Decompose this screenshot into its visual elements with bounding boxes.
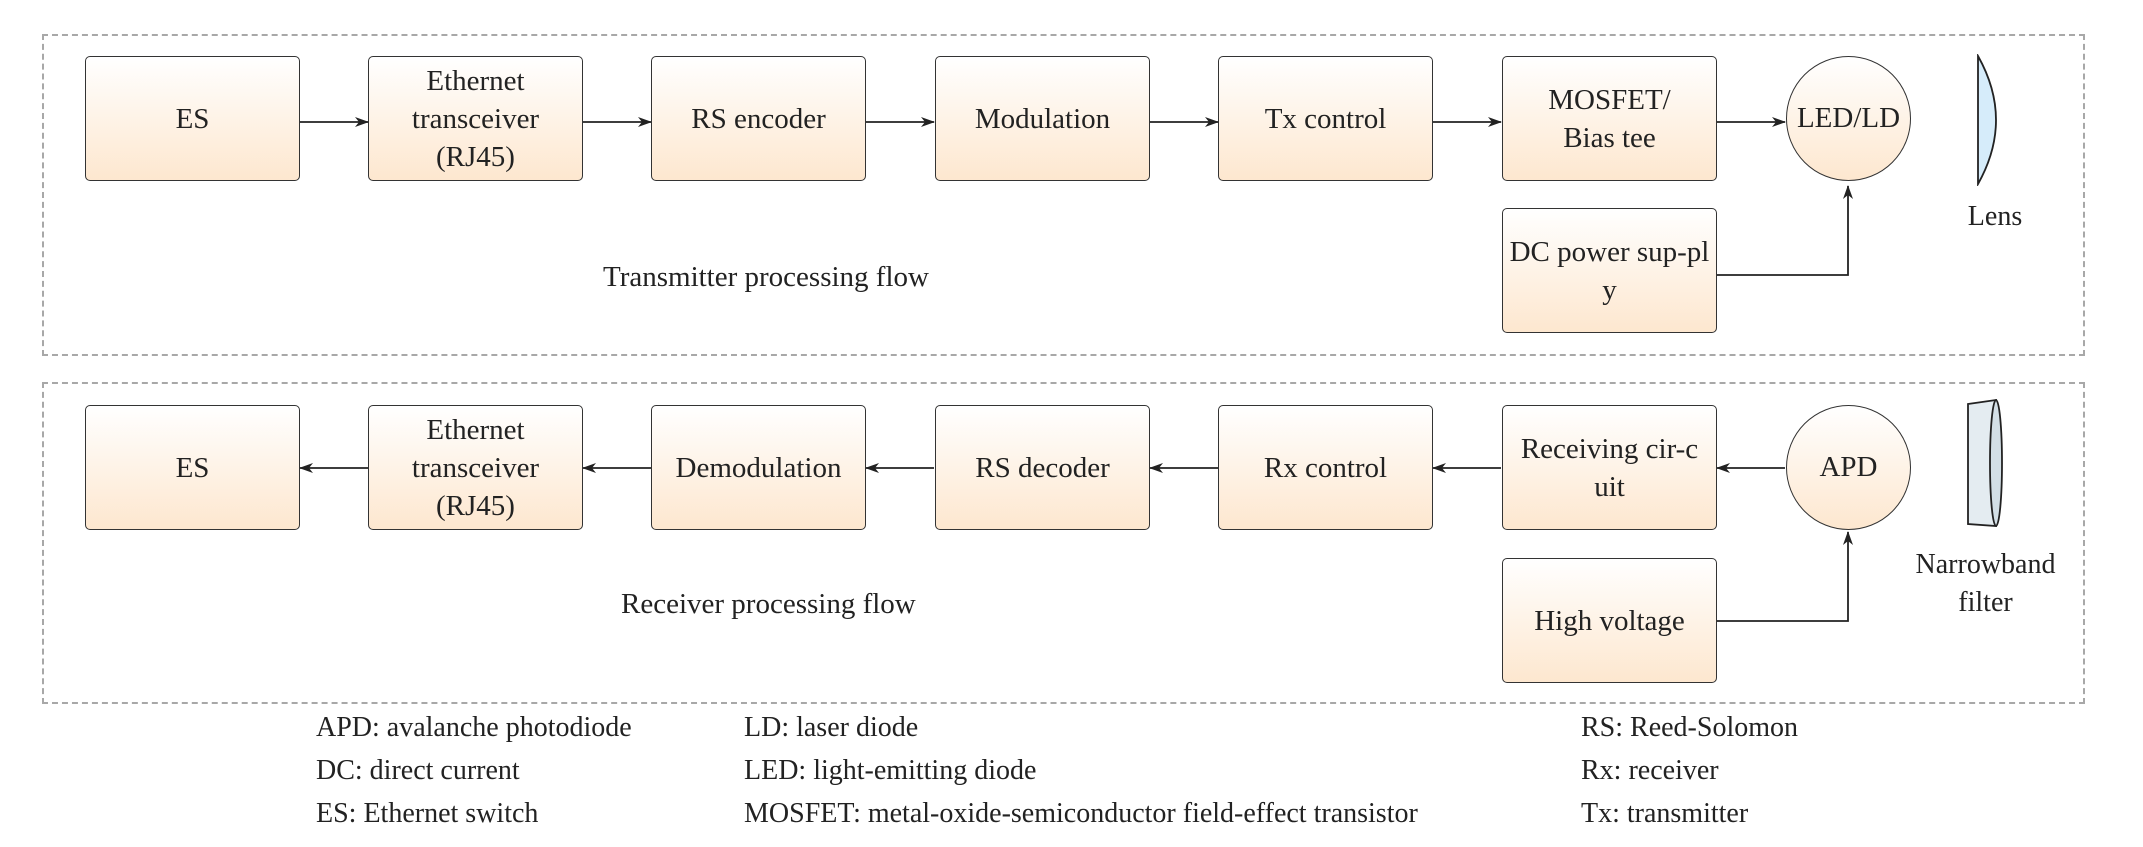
rx-control-label: Rx control (1263, 451, 1388, 484)
receiver-flow-label: Receiver processing flow (621, 588, 916, 620)
rs-decoder-block: RS decoder (935, 405, 1150, 530)
legend-mosfet: MOSFET: metal-oxide-semiconductor field-… (744, 798, 1418, 829)
narrowband-filter-icon (1967, 398, 2003, 527)
led-ld-label: LED/LD (1796, 102, 1901, 134)
led-ld-source: LED/LD (1786, 56, 1911, 181)
demodulation-block: Demodulation (651, 405, 866, 530)
legend-dc: DC: direct current (316, 755, 520, 786)
rx-es-block: ES (85, 405, 300, 530)
modulation-label: Modulation (974, 102, 1111, 135)
high-voltage-block: High voltage (1502, 558, 1717, 683)
transmitter-panel (42, 34, 2085, 356)
rx-control-block: Rx control (1218, 405, 1433, 530)
demodulation-label: Demodulation (675, 451, 842, 484)
rs-decoder-label: RS decoder (975, 451, 1110, 484)
tx-control-block: Tx control (1218, 56, 1433, 181)
mosfet-bias-tee-label: MOSFET/ Bias tee (1548, 83, 1671, 154)
apd-detector: APD (1786, 405, 1911, 530)
high-voltage-label: High voltage (1534, 604, 1685, 637)
lens-label: Lens (1967, 201, 2023, 232)
tx-es-label: ES (175, 102, 210, 135)
transmitter-flow-label: Transmitter processing flow (603, 261, 929, 293)
tx-ethernet-transceiver-block: Ethernet transceiver (RJ45) (368, 56, 583, 181)
tx-es-block: ES (85, 56, 300, 181)
receiving-circuit-label: Receiving cir-cuit (1520, 432, 1699, 503)
modulation-block: Modulation (935, 56, 1150, 181)
legend-ld: LD: laser diode (744, 712, 919, 743)
legend-rs: RS: Reed-Solomon (1581, 712, 1799, 743)
rx-ethernet-transceiver-block: Ethernet transceiver (RJ45) (368, 405, 583, 530)
rs-encoder-label: RS encoder (691, 102, 826, 135)
mosfet-bias-tee-block: MOSFET/ Bias tee (1502, 56, 1717, 181)
tx-ethernet-transceiver-label: Ethernet transceiver (RJ45) (411, 64, 540, 173)
rx-es-label: ES (175, 451, 210, 484)
rx-ethernet-transceiver-label: Ethernet transceiver (RJ45) (411, 413, 540, 522)
receiving-circuit-block: Receiving cir-cuit (1502, 405, 1717, 530)
dc-power-supply-block: DC power sup-ply (1502, 208, 1717, 333)
legend-led: LED: light-emitting diode (744, 755, 1037, 786)
apd-label: APD (1819, 451, 1878, 483)
legend-tx: Tx: transmitter (1581, 798, 1749, 829)
legend-rx: Rx: receiver (1581, 755, 1719, 786)
tx-control-label: Tx control (1264, 102, 1387, 135)
lens-icon (1977, 54, 1997, 186)
narrowband-filter-label: Narrowband filter (1915, 549, 2056, 618)
dc-power-supply-label: DC power sup-ply (1509, 235, 1710, 306)
receiver-panel (42, 382, 2085, 704)
legend-apd: APD: avalanche photodiode (316, 712, 632, 743)
rs-encoder-block: RS encoder (651, 56, 866, 181)
legend-es: ES: Ethernet switch (316, 798, 539, 829)
